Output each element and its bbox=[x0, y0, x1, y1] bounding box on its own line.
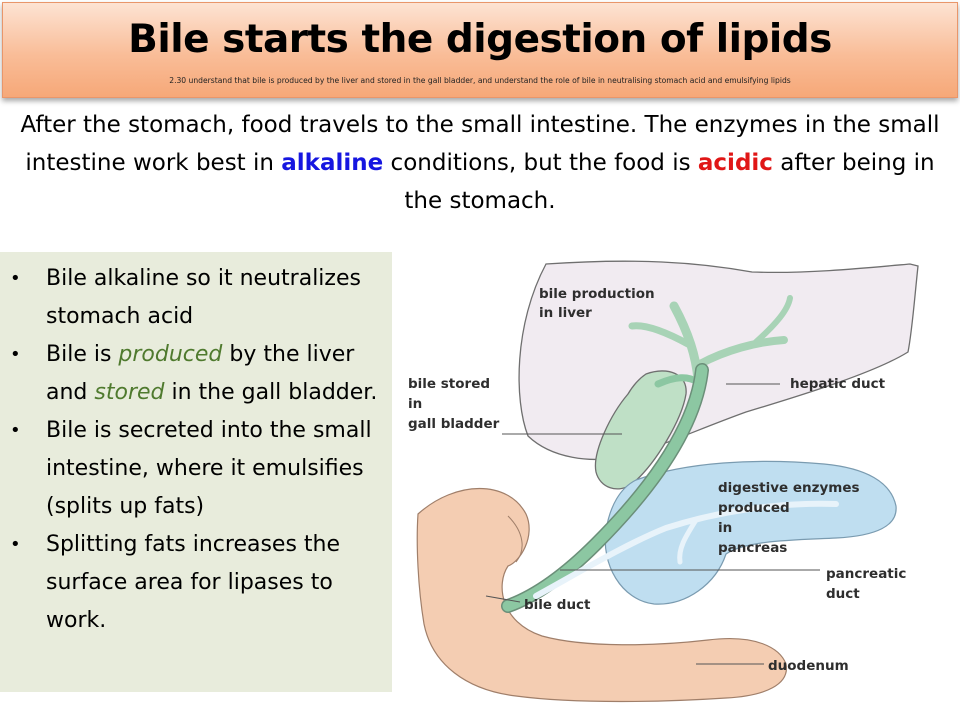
learning-objective: 2.30 understand that bile is produced by… bbox=[169, 76, 791, 85]
keyword-alkaline: alkaline bbox=[281, 150, 384, 176]
intro-text-3: after being in the stomach. bbox=[404, 150, 935, 214]
label-pancreatic-duct-line-2: duct bbox=[826, 586, 860, 602]
label-duodenum: duodenum bbox=[768, 658, 849, 674]
bullet-item: • Splitting fats increases the surface ar… bbox=[0, 526, 392, 640]
label-pancreas-line-4: pancreas bbox=[718, 540, 787, 556]
title-banner: Bile starts the digestion of lipids 2.30… bbox=[2, 2, 958, 98]
duodenum-fold bbox=[507, 515, 523, 563]
bullet-text: by the liver and bbox=[46, 342, 355, 405]
bullet-text: Bile alkaline so it neutralizes stomach … bbox=[46, 266, 361, 329]
label-pancreas-line-2: produced bbox=[718, 500, 790, 516]
bullet-text: Splitting fats increases the surface are… bbox=[46, 532, 341, 633]
label-liver-line-1: bile production bbox=[539, 286, 655, 302]
bullet-text: in the gall bladder. bbox=[164, 380, 378, 405]
digestive-system-diagram: bile production in liver bile stored in … bbox=[408, 260, 919, 703]
label-pancreatic-duct-line-1: pancreatic bbox=[826, 566, 906, 582]
keyword-produced: produced bbox=[118, 342, 223, 367]
label-gall-bladder-line-2: in bbox=[408, 396, 422, 412]
intro-text-2: conditions, but the food is bbox=[383, 150, 698, 176]
bullet-dot-icon: • bbox=[10, 534, 21, 555]
hepatic-duct-branch bbox=[628, 322, 692, 348]
label-bile-duct: bile duct bbox=[524, 597, 591, 613]
pancreas-shape bbox=[604, 460, 897, 605]
intro-text-1: After the stomach, food travels to the s… bbox=[20, 112, 940, 176]
bullet-item: • Bile is produced by the liver and store… bbox=[0, 336, 392, 412]
bullet-item: • Bile alkaline so it neutralizes stomach… bbox=[0, 260, 392, 336]
leader-line bbox=[485, 595, 521, 603]
bullet-dot-icon: • bbox=[10, 344, 21, 365]
page-title: Bile starts the digestion of lipids bbox=[128, 17, 832, 62]
label-gall-bladder-line-1: bile stored bbox=[408, 376, 490, 392]
intro-paragraph: After the stomach, food travels to the s… bbox=[12, 106, 948, 220]
common-bile-duct bbox=[502, 364, 708, 612]
bullet-list: • Bile alkaline so it neutralizes stomach… bbox=[0, 252, 392, 640]
label-hepatic-duct: hepatic duct bbox=[790, 376, 886, 392]
duodenum-shape bbox=[416, 487, 787, 703]
gall-bladder-shape bbox=[594, 370, 687, 490]
label-liver-line-2: in liver bbox=[539, 305, 592, 321]
bullet-panel: • Bile alkaline so it neutralizes stomach… bbox=[0, 252, 392, 692]
bullet-dot-icon: • bbox=[10, 420, 21, 441]
label-gall-bladder-line-3: gall bladder bbox=[408, 416, 500, 432]
label-pancreas-line-3: in bbox=[718, 520, 732, 536]
bullet-dot-icon: • bbox=[10, 268, 21, 289]
label-pancreas-line-1: digestive enzymes bbox=[718, 480, 860, 496]
pancreatic-duct bbox=[533, 500, 839, 599]
pancreatic-duct-branch bbox=[677, 517, 699, 565]
hepatic-duct-branch bbox=[696, 336, 788, 368]
bullet-text: Bile is bbox=[46, 342, 119, 367]
keyword-acidic: acidic bbox=[697, 150, 773, 176]
hepatic-duct-branch bbox=[753, 295, 793, 345]
keyword-stored: stored bbox=[94, 380, 165, 405]
bullet-text: Bile is secreted into the small intestin… bbox=[46, 418, 372, 519]
bullet-item: • Bile is secreted into the small intesti… bbox=[0, 412, 392, 526]
